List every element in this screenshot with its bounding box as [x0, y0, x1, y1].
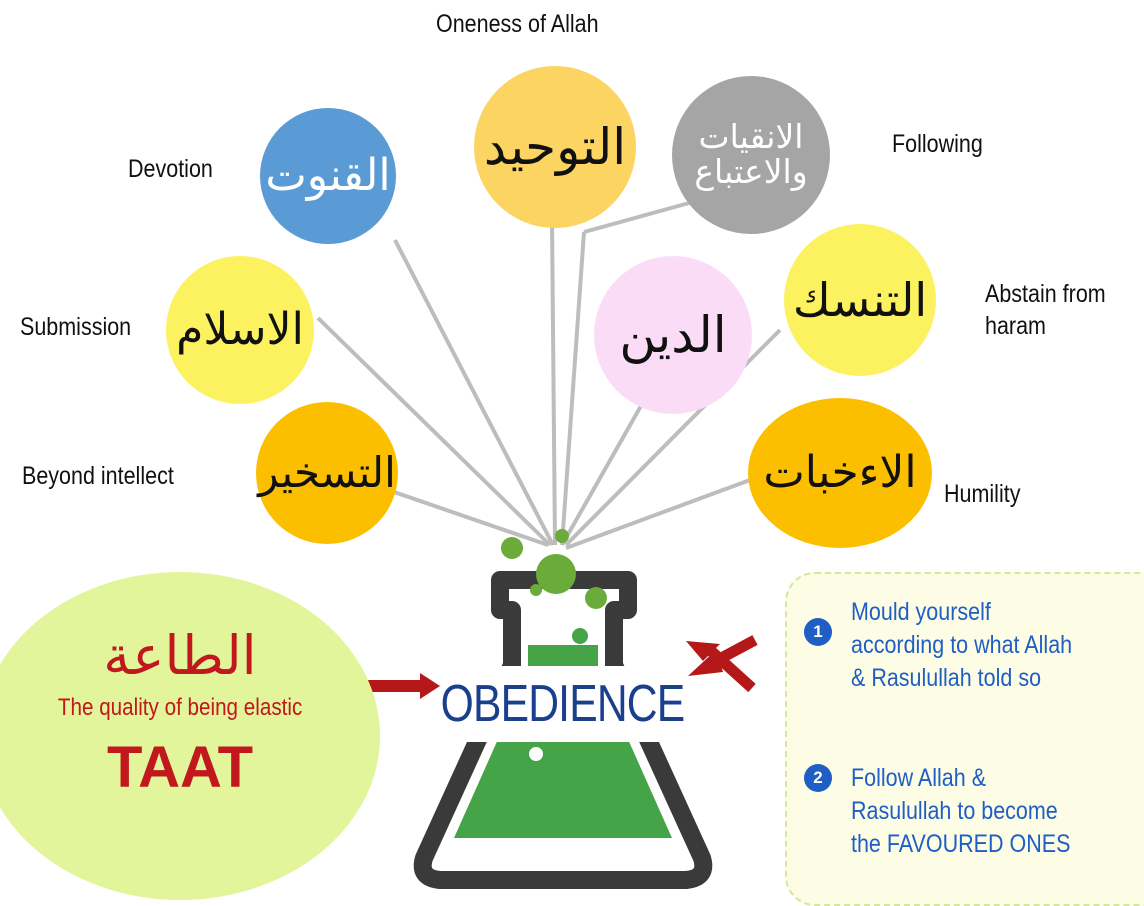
concept-arabic: الانقيات والاعتباع: [694, 117, 808, 191]
concept-circle-qunut: القنوت: [260, 108, 396, 244]
caption-abstain: Abstain from haram: [985, 280, 1106, 340]
taat-arabic: الطاعة: [103, 624, 257, 687]
arrow-right-icon: [362, 673, 440, 699]
notes-box: [785, 572, 1144, 906]
caption-beyond-intellect: Beyond intellect: [22, 462, 174, 490]
connector-line-inqiyat: [583, 198, 701, 234]
concept-arabic: الاءخبات: [763, 446, 917, 498]
concept-circle-islam: الاسلام: [166, 256, 314, 404]
connector-line-qunut: [393, 239, 555, 546]
bubbles: [501, 529, 607, 609]
obedience-label: OBEDIENCE: [441, 666, 685, 742]
concept-circle-tawhid: التوحيد: [474, 66, 636, 228]
concept-circle-tanassuk: التنسك: [784, 224, 936, 376]
connector-line-tawhid: [550, 219, 557, 546]
caption-devotion: Devotion: [128, 155, 213, 183]
note-number-2: 2: [804, 764, 832, 792]
connector-line-ikhbat: [565, 478, 751, 550]
note-text-1: Mould yourself according to what Allah &…: [851, 598, 1073, 692]
concept-circle-din: الدين: [594, 256, 752, 414]
concept-circle-ikhbat: الاءخبات: [748, 398, 932, 548]
concept-circle-inqiyat: الانقيات والاعتباع: [672, 76, 830, 234]
concept-arabic: التوحيد: [483, 117, 627, 176]
caption-following: Following: [892, 130, 983, 158]
caption-humility: Humility: [944, 480, 1021, 508]
connector-line-din: [560, 389, 652, 546]
connector-line-inqiyat-2: [560, 231, 586, 546]
taat-subtitle: The quality of being elastic: [57, 693, 303, 721]
arrow-left-icon-2: [686, 641, 756, 693]
taat-circle: الطاعة The quality of being elastic TAAT: [0, 572, 380, 900]
caption-submission: Submission: [20, 313, 132, 341]
taat-word: TAAT: [106, 734, 254, 800]
concept-arabic: التنسك: [792, 272, 928, 327]
concept-arabic: الدين: [619, 305, 727, 364]
note-text-2: Follow Allah & Rasulullah to become the …: [851, 764, 1071, 858]
concept-arabic: الاسلام: [176, 303, 304, 355]
concept-circle-taskhir: التسخير: [256, 402, 398, 544]
caption-oneness: Oneness of Allah: [436, 10, 599, 38]
concept-arabic: القنوت: [265, 149, 391, 201]
connector-line-islam: [316, 316, 552, 547]
note-number-1: 1: [804, 618, 832, 646]
concept-arabic: التسخير: [258, 447, 396, 497]
